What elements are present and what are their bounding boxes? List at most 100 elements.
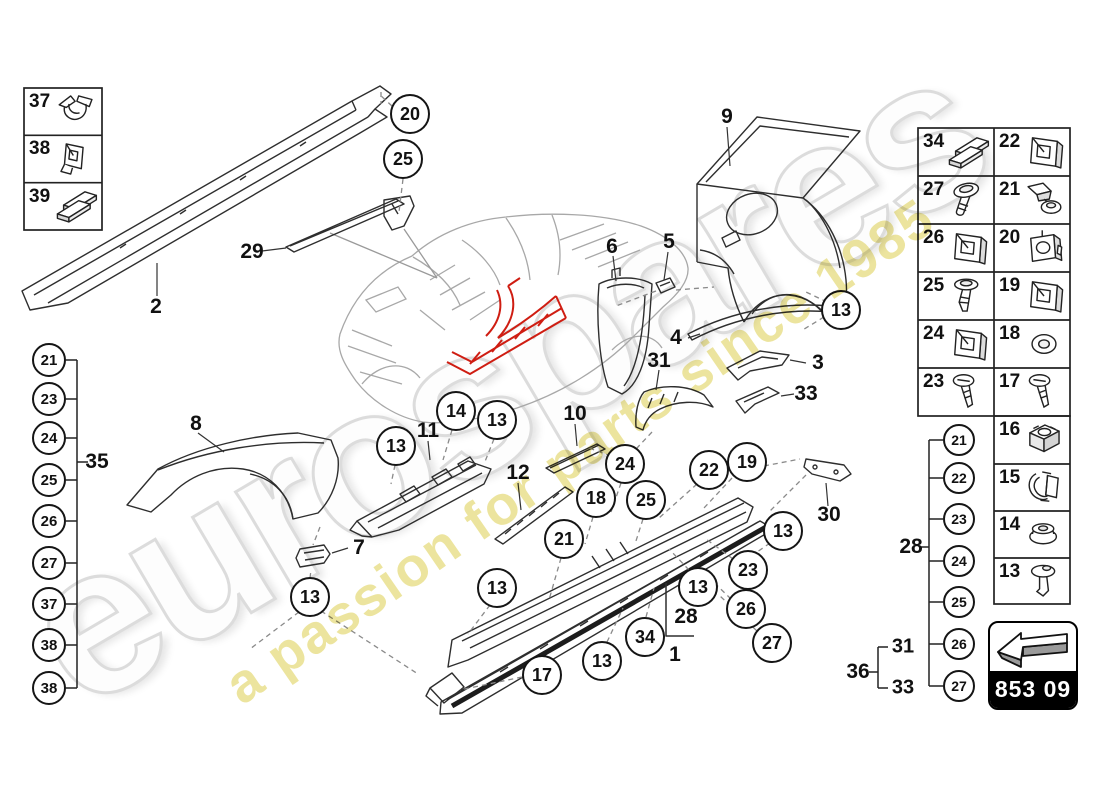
part-label-2[interactable]: 2 <box>150 295 162 318</box>
highlighted-side-member <box>446 277 567 376</box>
left-ref-38[interactable]: 38 <box>32 628 66 662</box>
callout-25[interactable]: 25 <box>626 480 666 520</box>
callout-17[interactable]: 17 <box>522 655 562 695</box>
callout-13[interactable]: 13 <box>477 400 517 440</box>
edge-clip-icon <box>1021 466 1067 508</box>
push-rivet-icon <box>945 275 991 317</box>
callout-24[interactable]: 24 <box>605 444 645 484</box>
cage-nut-icon <box>1021 419 1067 461</box>
parts-line-art <box>21 85 861 715</box>
callout-23[interactable]: 23 <box>728 550 768 590</box>
right-ref-24[interactable]: 24 <box>943 545 975 577</box>
callout-26[interactable]: 26 <box>726 589 766 629</box>
fastener-ref-22[interactable]: 22 <box>999 131 1021 152</box>
clip-icon <box>1021 131 1067 173</box>
callout-21[interactable]: 21 <box>544 519 584 559</box>
fastener-ref-17[interactable]: 17 <box>999 371 1021 392</box>
part-label-9[interactable]: 9 <box>721 105 733 128</box>
fastener-ref-26[interactable]: 26 <box>923 227 945 248</box>
fastener-ref-37[interactable]: 37 <box>29 91 51 112</box>
left-ref-38[interactable]: 38 <box>32 671 66 705</box>
dashed-leaders <box>249 92 828 691</box>
fastener-ref-14[interactable]: 14 <box>999 514 1021 535</box>
callout-34[interactable]: 34 <box>625 617 665 657</box>
fastener-ref-34[interactable]: 34 <box>923 131 945 152</box>
callout-27[interactable]: 27 <box>752 623 792 663</box>
fastener-ref-23[interactable]: 23 <box>923 371 945 392</box>
fastener-ref-25[interactable]: 25 <box>923 275 945 296</box>
callout-20[interactable]: 20 <box>390 94 430 134</box>
part-label-33[interactable]: 33 <box>794 382 818 405</box>
part-label-3[interactable]: 3 <box>812 351 824 374</box>
callout-13[interactable]: 13 <box>582 641 622 681</box>
bracket-clip-icon <box>53 138 99 180</box>
callout-13[interactable]: 13 <box>763 511 803 551</box>
callout-13[interactable]: 13 <box>477 568 517 608</box>
right-ref-23[interactable]: 23 <box>943 503 975 535</box>
grommet-icon <box>1021 513 1067 555</box>
fastener-ref-24[interactable]: 24 <box>923 323 945 344</box>
fastener-ref-38[interactable]: 38 <box>29 138 51 160</box>
bracket-plate-icon <box>1021 227 1067 269</box>
fastener-ref-20[interactable]: 20 <box>999 227 1021 248</box>
part-label-31[interactable]: 31 <box>647 349 671 372</box>
part-code: 853 09 <box>990 671 1076 708</box>
part-label-8[interactable]: 8 <box>190 412 202 435</box>
screw-icon <box>945 371 991 413</box>
fastener-ref-15[interactable]: 15 <box>999 467 1021 488</box>
callout-25[interactable]: 25 <box>383 139 423 179</box>
part-label-1[interactable]: 1 <box>669 643 681 666</box>
group-label-28[interactable]: 28 <box>899 535 923 558</box>
part-label-29[interactable]: 29 <box>240 240 264 263</box>
part-code-badge[interactable]: 853 09 <box>988 621 1078 710</box>
ref36-child-33[interactable]: 33 <box>891 676 915 699</box>
fastener-ref-16[interactable]: 16 <box>999 419 1021 440</box>
right-ref-27[interactable]: 27 <box>943 670 975 702</box>
part-label-28[interactable]: 28 <box>674 605 698 628</box>
fastener-ref-39[interactable]: 39 <box>29 185 51 207</box>
callout-13[interactable]: 13 <box>376 426 416 466</box>
left-ref-23[interactable]: 23 <box>32 382 66 416</box>
left-ref-24[interactable]: 24 <box>32 421 66 455</box>
fastener-ref-21[interactable]: 21 <box>999 179 1021 200</box>
callout-14[interactable]: 14 <box>436 391 476 431</box>
group-label-36[interactable]: 36 <box>846 660 870 683</box>
part-label-6[interactable]: 6 <box>606 235 618 258</box>
label-leaders <box>156 126 829 554</box>
fastener-ref-19[interactable]: 19 <box>999 275 1021 296</box>
group-label-35[interactable]: 35 <box>85 450 109 473</box>
pads-icon <box>53 185 99 227</box>
left-ref-27[interactable]: 27 <box>32 546 66 580</box>
left-ref-26[interactable]: 26 <box>32 504 66 538</box>
callout-19[interactable]: 19 <box>727 442 767 482</box>
part-label-4[interactable]: 4 <box>670 326 682 349</box>
callout-18[interactable]: 18 <box>576 478 616 518</box>
fastener-ref-18[interactable]: 18 <box>999 323 1021 344</box>
fastener-ref-27[interactable]: 27 <box>923 179 945 200</box>
callout-13[interactable]: 13 <box>678 567 718 607</box>
callout-13[interactable]: 13 <box>290 577 330 617</box>
part-label-30[interactable]: 30 <box>817 503 841 526</box>
left-ref-25[interactable]: 25 <box>32 463 66 497</box>
screw-big-icon <box>945 179 991 221</box>
right-ref-21[interactable]: 21 <box>943 424 975 456</box>
part-label-12[interactable]: 12 <box>506 461 530 484</box>
left-ref-21[interactable]: 21 <box>32 343 66 377</box>
right-ref-25[interactable]: 25 <box>943 586 975 618</box>
callout-22[interactable]: 22 <box>689 450 729 490</box>
left-ref-37[interactable]: 37 <box>32 587 66 621</box>
right-ref-22[interactable]: 22 <box>943 462 975 494</box>
washer-icon <box>1021 323 1067 365</box>
part-label-11[interactable]: 11 <box>416 419 440 442</box>
part-label-5[interactable]: 5 <box>663 230 675 253</box>
ref36-child-31[interactable]: 31 <box>891 635 915 658</box>
part-label-7[interactable]: 7 <box>353 536 365 559</box>
pads-icon <box>945 131 991 173</box>
fastener-ref-13[interactable]: 13 <box>999 561 1021 582</box>
callout-13[interactable]: 13 <box>821 290 861 330</box>
part-label-10[interactable]: 10 <box>563 402 587 425</box>
car-body-sketch <box>329 213 689 424</box>
right-ref-26[interactable]: 26 <box>943 628 975 660</box>
